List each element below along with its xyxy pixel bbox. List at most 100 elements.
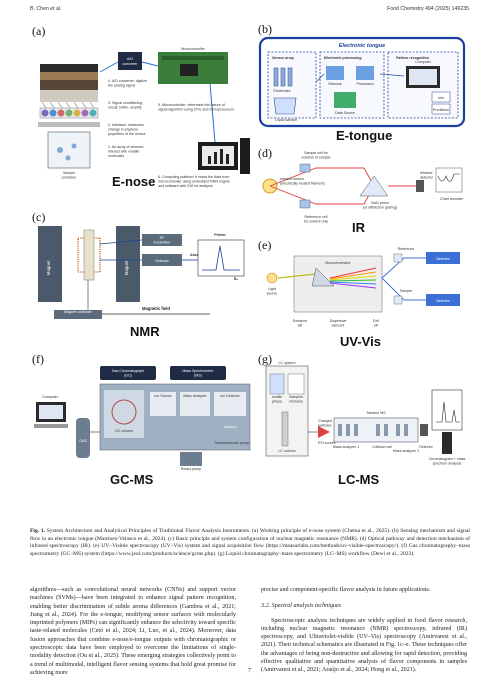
svg-text:Detector: Detector [436, 299, 450, 303]
svg-text:source: source [267, 292, 278, 296]
svg-text:detector: detector [420, 176, 434, 180]
svg-text:element: element [332, 324, 345, 328]
svg-text:B₀: B₀ [234, 277, 239, 281]
svg-text:Ion Source: Ion Source [154, 394, 171, 398]
svg-text:Computer: Computer [415, 60, 432, 64]
svg-text:slit: slit [374, 324, 378, 328]
ir-title: IR [352, 220, 365, 235]
svg-text:Pattern recognition: Pattern recognition [396, 56, 430, 60]
gcms-diagram: Gas Chromatograph (GC) Mass Spectrometer… [34, 366, 251, 471]
panel-g-lcms: (g) LC system mobile phase Samples mixtu… [256, 352, 468, 494]
panel-c-nmr: (c) Magnet Magnet RF transmitter Detecto… [30, 210, 252, 340]
svg-text:ESI source: ESI source [318, 441, 336, 445]
body-right-intro: precise and component-specific flavor an… [261, 587, 431, 593]
svg-text:Turbomolecular pump: Turbomolecular pump [214, 441, 249, 445]
svg-text:interact with volatile: interact with volatile [108, 150, 139, 154]
section-heading: 3.2. Spectral analysis techniques [261, 603, 342, 610]
svg-text:phase: phase [272, 400, 282, 404]
svg-text:LC system: LC system [279, 361, 296, 365]
svg-text:NaCl prism: NaCl prism [371, 201, 389, 205]
svg-text:Entrance: Entrance [293, 319, 307, 323]
svg-text:GAS: GAS [79, 439, 87, 443]
svg-text:Chart recorder: Chart recorder [440, 197, 464, 201]
svg-text:slit: slit [298, 324, 302, 328]
svg-text:Printer: Printer [214, 233, 226, 237]
panel-b-label: (b) [258, 22, 272, 36]
svg-text:Electronic processing: Electronic processing [324, 56, 362, 60]
journal-citation: Food Chemistry 494 (2025) 146235 [387, 6, 469, 12]
lcms-title: LC-MS [338, 472, 380, 487]
panel-f-label: (f) [32, 352, 44, 366]
svg-text:spectrum analysis: spectrum analysis [433, 462, 462, 466]
svg-text:Mass analyzer 2: Mass analyzer 2 [393, 449, 419, 453]
svg-text:Detector: Detector [419, 445, 433, 449]
svg-text:Tandem MS: Tandem MS [366, 411, 386, 415]
svg-text:Infrared: Infrared [420, 171, 432, 175]
svg-text:transmitter: transmitter [154, 241, 172, 245]
svg-text:(MS): (MS) [194, 374, 202, 378]
svg-text:Detector: Detector [155, 259, 169, 263]
etongue-diagram: Electronic tongue Sensor array Electroni… [258, 36, 466, 128]
svg-text:Vacuum: Vacuum [224, 425, 237, 429]
svg-text:Liquid sample: Liquid sample [275, 118, 297, 122]
svg-text:Gas Chromatograph: Gas Chromatograph [112, 369, 145, 373]
svg-text:Prediction: Prediction [433, 108, 449, 112]
svg-text:Sensor array: Sensor array [272, 56, 295, 60]
svg-text:Data Source: Data Source [335, 111, 355, 115]
svg-text:Sample: Sample [63, 171, 75, 175]
svg-text:container: container [62, 176, 78, 180]
svg-text:Sample: Sample [400, 289, 412, 293]
svg-text:the analog signal: the analog signal [108, 84, 135, 88]
svg-text:A/D: A/D [127, 57, 133, 61]
svg-text:converter: converter [123, 62, 139, 66]
caption-body: (a) Working principle of e-nose system (… [30, 528, 470, 557]
body-column-right: precise and component-specific flavor an… [261, 586, 467, 675]
panel-f-gcms: (f) Gas Chromatograph (GC) Mass Spectrom… [30, 352, 252, 494]
svg-text:Electronic tongue: Electronic tongue [339, 43, 385, 49]
svg-text:Processed: Processed [357, 82, 374, 86]
enose-title: E-nose [112, 174, 156, 189]
running-author: B. Chen et al. [30, 6, 62, 12]
svg-text:mixtures: mixtures [289, 400, 303, 404]
etongue-title: E-tongue [336, 128, 393, 143]
svg-text:and software with GUI for anal: and software with GUI for analysis [158, 184, 213, 188]
svg-text:Electrodes: Electrodes [274, 89, 291, 93]
nmr-title: NMR [130, 324, 160, 339]
svg-text:Magnet: Magnet [124, 260, 129, 275]
svg-text:Light: Light [268, 287, 276, 291]
svg-text:for solvent only: for solvent only [304, 220, 328, 224]
svg-text:Computer: Computer [42, 395, 59, 399]
uvvis-diagram: Monochromator Detector Detector Referenc… [267, 247, 460, 328]
body-left-paragraph: algorithms—such as convolutional neural … [30, 587, 236, 676]
panel-b-etongue: (b) Electronic tongue Sensor array Elect… [256, 22, 468, 144]
svg-text:Chromatogram + mass: Chromatogram + mass [429, 457, 466, 461]
svg-text:(or diffraction grating): (or diffraction grating) [363, 206, 397, 210]
svg-text:Magnet: Magnet [46, 260, 51, 275]
svg-text:circuit: buffer, amplify: circuit: buffer, amplify [108, 106, 142, 110]
gcms-title: GC-MS [110, 472, 154, 487]
svg-text:Reference cell: Reference cell [305, 215, 328, 219]
svg-text:molecules: molecules [108, 154, 124, 158]
caption-lead: Fig. 1. [30, 528, 46, 534]
panel-e-label: (e) [258, 238, 272, 252]
panel-g-label: (g) [258, 352, 272, 366]
svg-text:6. Computing platform: it read: 6. Computing platform: it reads the data… [158, 175, 229, 179]
svg-text:Network: Network [328, 82, 341, 86]
svg-text:microcontroller using embedded: microcontroller using embedded RNN engin… [158, 180, 230, 184]
svg-text:(GC): (GC) [124, 374, 132, 378]
uvvis-title: UV-Vis [340, 334, 381, 349]
svg-text:Mass analyzer 1: Mass analyzer 1 [333, 445, 359, 449]
svg-text:4. A/D converter: digitize: 4. A/D converter: digitize [108, 79, 147, 83]
magnetic-field-label: Magnetic field [142, 306, 170, 311]
svg-text:1. An array of sensors:: 1. An array of sensors: [108, 145, 144, 149]
svg-text:2. Interface: measures: 2. Interface: measures [108, 123, 144, 127]
svg-text:Mass Spectrometer: Mass Spectrometer [182, 369, 214, 373]
svg-text:Sample cell for: Sample cell for [304, 151, 329, 155]
svg-text:Ion Detector: Ion Detector [220, 394, 240, 398]
svg-text:signal algorithm using CPU and: signal algorithm using CPU and microproc… [158, 108, 235, 112]
panel-d-label: (d) [258, 146, 272, 160]
svg-text:LC column: LC column [278, 449, 295, 453]
lcms-diagram: LC system mobile phase Samples mixtures … [265, 361, 466, 466]
svg-text:RF: RF [160, 236, 166, 240]
svg-text:(electrically heated filament): (electrically heated filament) [280, 182, 325, 186]
